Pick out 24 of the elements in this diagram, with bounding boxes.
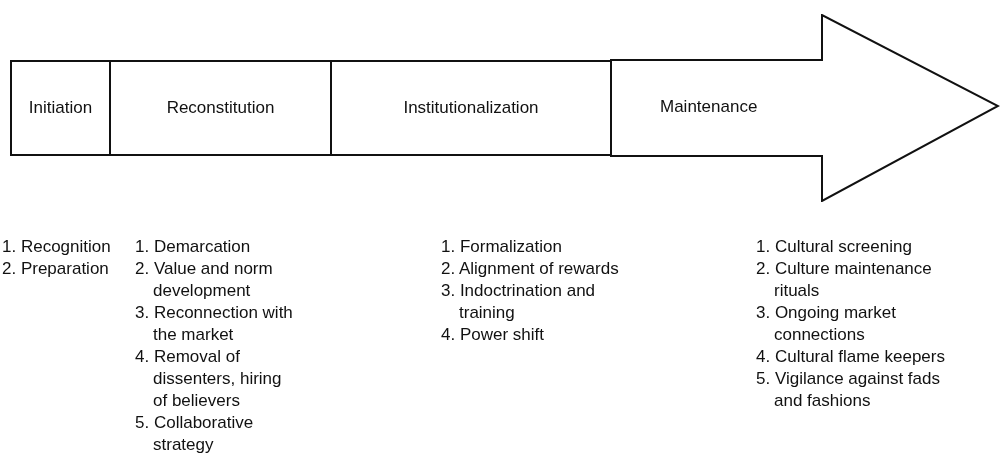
list-item: 4. Cultural flame keepers — [756, 346, 946, 368]
stage-label: Reconstitution — [166, 98, 275, 118]
stage-segment — [10, 60, 111, 156]
list-item: 5. Vigilance against fads and fashions — [756, 368, 941, 412]
list-item: 5. Collaborative strategy — [135, 412, 255, 456]
list-item: 3. Indoctrination and training — [441, 280, 597, 324]
stage-label: Initiation — [28, 98, 93, 118]
list-item: 2. Preparation — [2, 258, 110, 280]
list-item: 2. Culture maintenance rituals — [756, 258, 933, 302]
list-item: 1. Demarcation — [135, 236, 252, 258]
stage-segment — [109, 60, 332, 156]
stage-label: Institutionalization — [403, 98, 539, 118]
stage-segment — [330, 60, 612, 156]
list-item: 1. Cultural screening — [756, 236, 913, 258]
arrow-head-stage — [610, 14, 1000, 202]
list-item: 2. Alignment of rewards — [441, 258, 620, 280]
list-item: 3. Reconnection with the market — [135, 302, 294, 346]
list-item: 1. Formalization — [441, 236, 563, 258]
list-item: 4. Removal of dissenters, hiring of believers — [135, 346, 283, 412]
list-item: 2. Value and norm development — [135, 258, 274, 302]
list-item: 4. Power shift — [441, 324, 545, 346]
stage-label: Maintenance — [660, 97, 758, 117]
list-item: 1. Recognition — [2, 236, 112, 258]
list-item: 3. Ongoing market connections — [756, 302, 897, 346]
